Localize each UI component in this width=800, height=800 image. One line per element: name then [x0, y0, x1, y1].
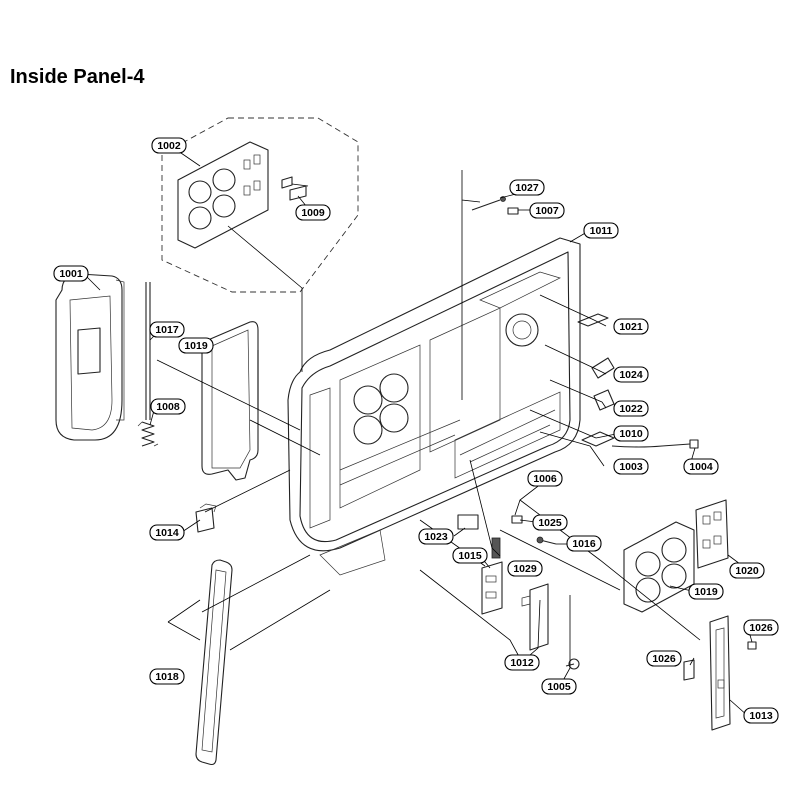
callout-label: 1002 [157, 140, 181, 152]
callout-label: 1025 [538, 517, 562, 529]
callout-label: 1011 [590, 225, 613, 237]
callout-label: 1012 [510, 657, 534, 669]
callout-label: 1014 [155, 527, 179, 539]
callout-1021: 1020 [729, 562, 765, 579]
callout-1017: 1017 [149, 321, 185, 338]
leader-lines [84, 152, 753, 717]
part-1022 [577, 313, 609, 327]
callout-1004: 1004 [683, 458, 719, 475]
callout-label: 1010 [619, 428, 643, 440]
callout-1016: 1016 [566, 535, 602, 552]
callout-1027: 1026 [646, 650, 682, 667]
callout-1015: 1015 [452, 547, 488, 564]
callout-1001: 1001 [53, 265, 89, 282]
callout-1009: 1009 [295, 204, 331, 221]
part-1026-pad-right [747, 641, 757, 650]
callout-label: 1018 [155, 671, 179, 683]
part-1024-pad [457, 514, 479, 530]
dashed-group-outline [161, 117, 359, 293]
callout-1005: 1005 [541, 678, 577, 695]
callout-label: 1027 [515, 182, 539, 194]
callout-label: 1021 [619, 321, 643, 333]
callout-1019: 1019 [178, 337, 214, 354]
part-1018-gasket [195, 559, 233, 766]
callout-1026-right: 1026 [743, 619, 779, 636]
part-1011-bracket [521, 583, 549, 651]
part-1010 [581, 431, 615, 447]
callout-1026-center: 1025 [532, 514, 568, 531]
callout-label: 1019 [184, 340, 208, 352]
callout-1003: 1003 [613, 458, 649, 475]
callout-label: 1024 [619, 369, 643, 381]
part-1001-door [55, 273, 125, 441]
part-1013-bracket [709, 615, 731, 731]
callout-label: 1013 [749, 710, 773, 722]
part-1004-cable [611, 439, 699, 449]
callout-1006: 1006 [527, 470, 563, 487]
callout-label: 1006 [533, 473, 557, 485]
callout-1023: 1022 [613, 400, 649, 417]
callout-1022: 1021 [613, 318, 649, 335]
callout-label: 1023 [424, 531, 448, 543]
callout-1010: 1010 [613, 425, 649, 442]
part-1025 [591, 357, 615, 379]
part-1023 [593, 389, 615, 411]
callout-1024: 1023 [418, 528, 454, 545]
part-1028-screw [471, 196, 506, 211]
callout-1018: 1018 [149, 668, 185, 685]
callout-1012: 1011 [583, 222, 619, 239]
callout-label: 1026 [749, 622, 773, 634]
callout-label: 1020 [735, 565, 759, 577]
part-1015-bracket [481, 561, 503, 615]
callout-1002: 1002 [151, 137, 187, 154]
part-1002-plate [177, 141, 269, 249]
part-1012-chassis [287, 237, 581, 576]
part-1021-plate [695, 499, 729, 569]
callout-1029: 1029 [507, 560, 543, 577]
callout-label: 1017 [155, 324, 179, 336]
part-1027-pad [683, 659, 695, 681]
callout-label: 1004 [689, 461, 713, 473]
callout-label: 1005 [547, 681, 571, 693]
callout-label: 1003 [619, 461, 643, 473]
callout-label: 1008 [156, 401, 180, 413]
callout-1025: 1024 [613, 366, 649, 383]
part-1009-pads [281, 176, 307, 201]
part-1008-spring [137, 421, 159, 447]
part-1007-pad [507, 207, 519, 215]
callout-1014: 1014 [149, 524, 185, 541]
callout-label: 1016 [572, 538, 596, 550]
part-1020-plate [623, 521, 695, 613]
callout-label: 1029 [513, 563, 537, 575]
callout-label: 1015 [458, 550, 482, 562]
part-1017-rod [145, 282, 151, 420]
callout-1007: 1007 [529, 202, 565, 219]
part-1026-pad [511, 515, 523, 524]
callout-label: 1026 [652, 653, 676, 665]
part-1005-screw [565, 658, 580, 670]
callout-label: 1001 [59, 268, 83, 280]
callout-1028: 1027 [509, 179, 545, 196]
callout-1020: 1019 [688, 583, 724, 600]
page-title: Inside Panel-4 [10, 66, 145, 88]
callout-label: 1022 [619, 403, 643, 415]
callout-label: 1009 [301, 207, 325, 219]
part-1016-screw [536, 536, 557, 545]
callout-label: 1007 [535, 205, 559, 217]
callout-1011: 1012 [504, 654, 540, 671]
callout-1008: 1008 [150, 398, 186, 415]
part-1014-clip [195, 503, 217, 533]
callout-label: 1019 [694, 586, 718, 598]
callout-1013: 1013 [743, 707, 779, 724]
